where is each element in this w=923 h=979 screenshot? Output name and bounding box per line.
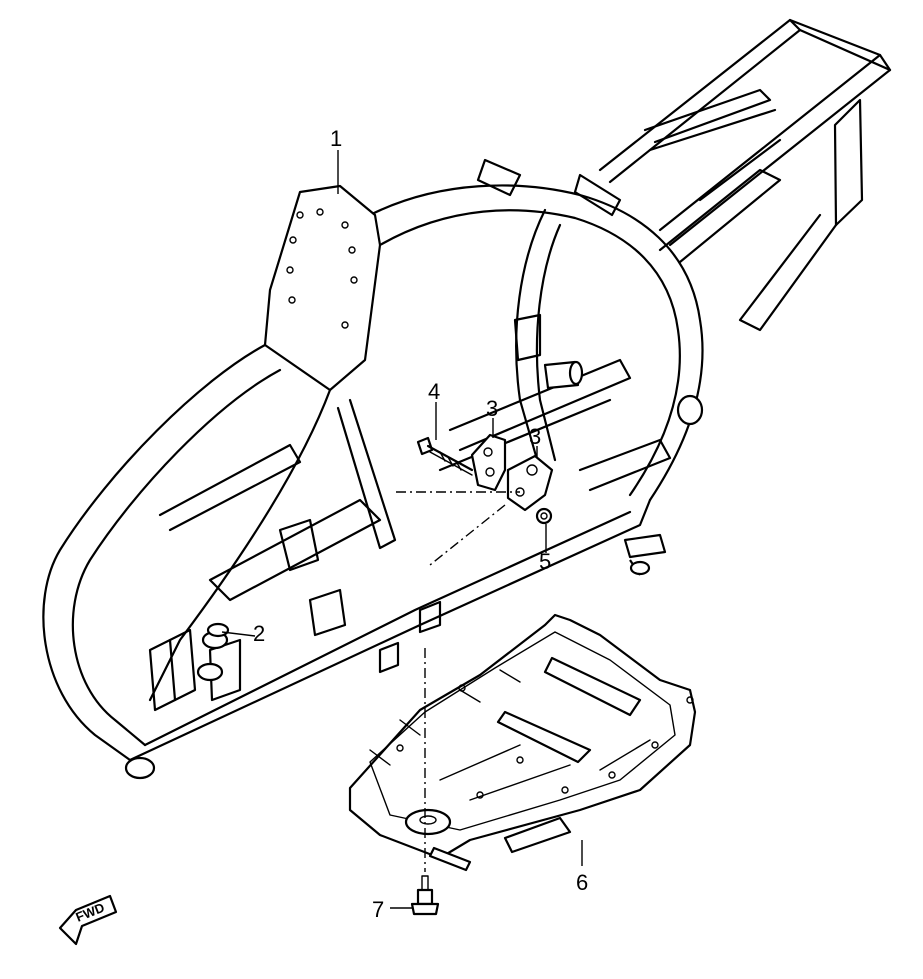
engine-mount-bracket-upper: [470, 433, 507, 492]
callout-3-upper: 3: [486, 396, 498, 421]
callout-1: 1: [330, 126, 342, 151]
callout-3-lower: 3: [529, 424, 541, 449]
callout-6: 6: [576, 870, 588, 895]
skid-plate-screw: [410, 875, 440, 916]
mount-bolt: [416, 436, 474, 476]
callout-7: 7: [372, 897, 384, 922]
callout-4: 4: [428, 379, 440, 404]
skid-plate: [348, 613, 697, 872]
callout-5: 5: [539, 549, 551, 574]
engine-mount-bracket-lower: [506, 454, 554, 512]
fwd-direction-arrow-icon: FWD: [58, 894, 118, 946]
frame-assembly: [42, 18, 892, 780]
callout-labels: 1 2 3 3 4 5 6 7: [253, 126, 588, 922]
callout-2: 2: [253, 621, 265, 646]
frame-bolt-2: [206, 622, 230, 638]
mount-nut: [535, 507, 553, 525]
leader-lines: [221, 150, 583, 909]
